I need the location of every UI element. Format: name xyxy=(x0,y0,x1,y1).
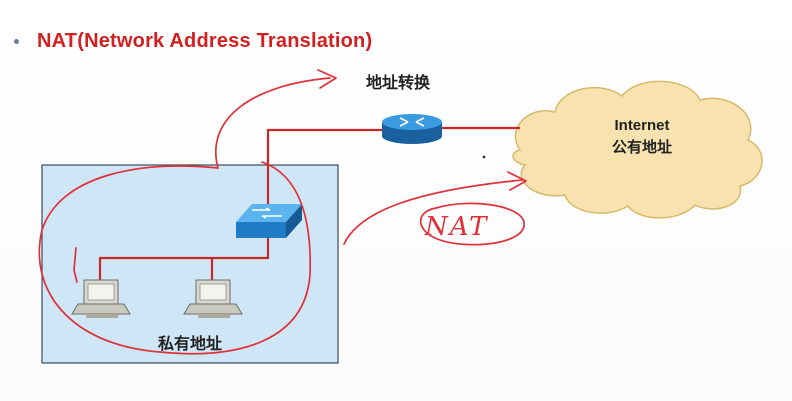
slide-title: NAT(Network Address Translation) xyxy=(37,30,373,52)
title-row: NAT(Network Address Translation) xyxy=(14,30,372,53)
handwritten-nat-label: NAT xyxy=(424,212,488,242)
pc-icon-1 xyxy=(71,279,131,318)
network-links xyxy=(98,126,520,282)
private-lan-box xyxy=(41,164,339,364)
nat-arrow-curve xyxy=(343,179,523,245)
lan-circle-scribble xyxy=(38,161,312,355)
pc-tick-mark xyxy=(73,247,78,283)
handwritten-annotations xyxy=(38,69,527,355)
switch-icon xyxy=(236,204,302,238)
link-switch-pc1 xyxy=(98,238,270,282)
cloud-label-internet: Internet xyxy=(614,117,669,134)
bullet-dot xyxy=(14,39,19,44)
link-switch-router xyxy=(266,128,385,210)
nat-circle-scribble xyxy=(419,202,525,246)
cloud-label-public: 公有地址 xyxy=(612,138,672,156)
nat-arrow-head xyxy=(507,171,527,191)
private-address-label: 私有地址 xyxy=(158,334,222,353)
internet-cloud xyxy=(512,80,763,219)
router-icon xyxy=(382,114,442,144)
up-arrow-curve xyxy=(215,77,331,169)
stray-dot xyxy=(482,155,486,159)
up-arrow-head xyxy=(317,69,337,89)
pc-icon-2 xyxy=(183,279,243,318)
translation-label: 地址转换 xyxy=(366,73,431,92)
